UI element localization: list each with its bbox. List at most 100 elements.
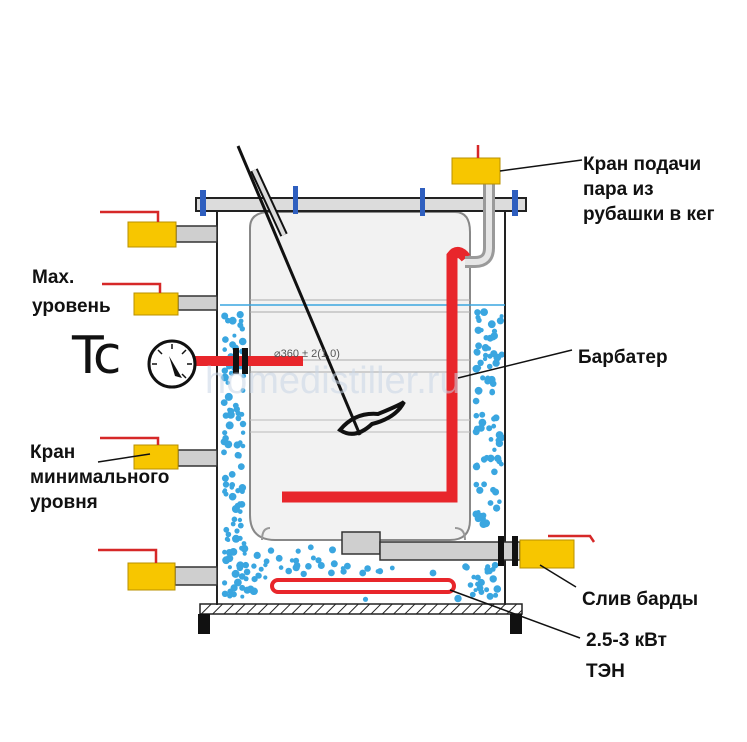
water-bubble: [225, 317, 231, 324]
steam-valve-label: Кран подачи пара из рубашки в кег: [583, 152, 714, 227]
water-bubble: [292, 564, 300, 572]
water-bubble: [486, 363, 493, 370]
water-bubble: [488, 437, 494, 442]
water-bubble: [240, 388, 246, 393]
water-bubble: [295, 548, 301, 554]
water-bubble: [229, 485, 235, 490]
water-bubble: [474, 309, 481, 316]
water-bubble: [267, 547, 275, 554]
water-bubble: [487, 320, 496, 329]
heater-name-label: ТЭН: [586, 661, 625, 682]
water-bubble: [239, 584, 246, 591]
water-bubble: [224, 440, 233, 449]
water-bubble: [307, 544, 314, 551]
water-bubble: [231, 569, 240, 578]
water-bubble: [454, 594, 462, 603]
water-bubble: [492, 469, 498, 475]
water-bubble: [482, 356, 488, 362]
water-bubble: [362, 596, 369, 602]
water-bubble: [476, 365, 482, 371]
water-bubble: [474, 515, 482, 523]
water-bubble: [236, 311, 244, 319]
water-bubble: [237, 517, 243, 523]
water-bubble: [224, 392, 233, 401]
water-bubble: [235, 415, 242, 422]
drain-pipe: [341, 531, 521, 566]
steam-valve-label-line: Кран подачи: [583, 154, 702, 175]
water-bubble: [493, 592, 499, 598]
valve-steam: [451, 145, 501, 185]
water-bubble: [340, 566, 345, 571]
water-bubble: [222, 488, 228, 493]
water-bubble: [236, 564, 244, 572]
water-bubble: [234, 502, 241, 509]
water-bubble: [474, 386, 483, 395]
water-bubble: [495, 439, 504, 448]
water-bubble: [230, 521, 236, 527]
water-bubble: [238, 337, 247, 346]
water-bubble: [489, 575, 497, 583]
min-level-label-line: минимального: [30, 467, 170, 488]
water-bubble: [240, 594, 245, 599]
dial-thermometer-icon: [147, 339, 303, 389]
drain-label: Слив барды: [582, 589, 699, 610]
water-bubble: [485, 375, 491, 382]
water-bubble: [240, 430, 246, 435]
water-bubble: [235, 488, 241, 494]
steam-valve-label-line: пара из: [583, 179, 654, 200]
water-bubble: [251, 563, 257, 569]
water-bubble: [227, 565, 232, 570]
water-bubble: [300, 570, 307, 578]
water-bubble: [221, 373, 229, 382]
water-bubble: [221, 590, 229, 597]
water-bubble: [226, 410, 235, 419]
water-bubble: [492, 447, 497, 452]
water-bubble: [237, 440, 243, 446]
water-bubble: [242, 551, 247, 556]
water-bubble: [237, 535, 243, 541]
water-bubble: [239, 488, 245, 494]
water-bubble: [498, 351, 505, 358]
water-bubble: [221, 449, 227, 456]
water-bubble: [328, 569, 335, 577]
water-bubble: [240, 443, 246, 449]
side-pipes: [174, 225, 218, 586]
water-bubble: [476, 317, 482, 323]
water-bubble: [330, 560, 338, 568]
water-bubble: [473, 412, 480, 419]
water-bubble: [498, 434, 506, 442]
mixer-icon: [236, 145, 406, 436]
valve-min-level: [100, 436, 179, 470]
water-bubble: [223, 526, 230, 533]
water-bubble: [240, 544, 249, 553]
water-bubble: [376, 568, 384, 575]
water-bubble: [258, 566, 264, 572]
water-bubble: [496, 317, 504, 325]
water-bubble: [317, 562, 325, 569]
water-bubble: [490, 350, 498, 358]
water-bubble: [221, 367, 228, 374]
water-bubble: [278, 565, 284, 570]
water-bubble: [486, 567, 493, 575]
water-bubble: [471, 574, 477, 580]
water-bubble: [479, 520, 488, 528]
water-bubble: [243, 563, 248, 568]
water-bubble: [222, 430, 228, 436]
water-bubble: [491, 561, 499, 569]
water-bubble: [477, 359, 484, 366]
water-bubble: [228, 471, 236, 478]
keg-dimension: ⌀360 ± 2(1.0): [274, 348, 340, 360]
water-bubble: [490, 335, 496, 341]
water-bubble: [234, 578, 242, 587]
water-bubble: [484, 587, 490, 593]
valve-bottom-left: [98, 548, 176, 591]
water-bubble: [472, 462, 481, 471]
water-bubble: [250, 588, 257, 595]
valve-top-left: [100, 210, 177, 248]
water-bubble: [221, 474, 229, 482]
water-bubble: [232, 333, 237, 338]
water-bubble: [473, 588, 478, 593]
water-bubble: [315, 557, 322, 564]
valve-drain: [519, 534, 596, 569]
